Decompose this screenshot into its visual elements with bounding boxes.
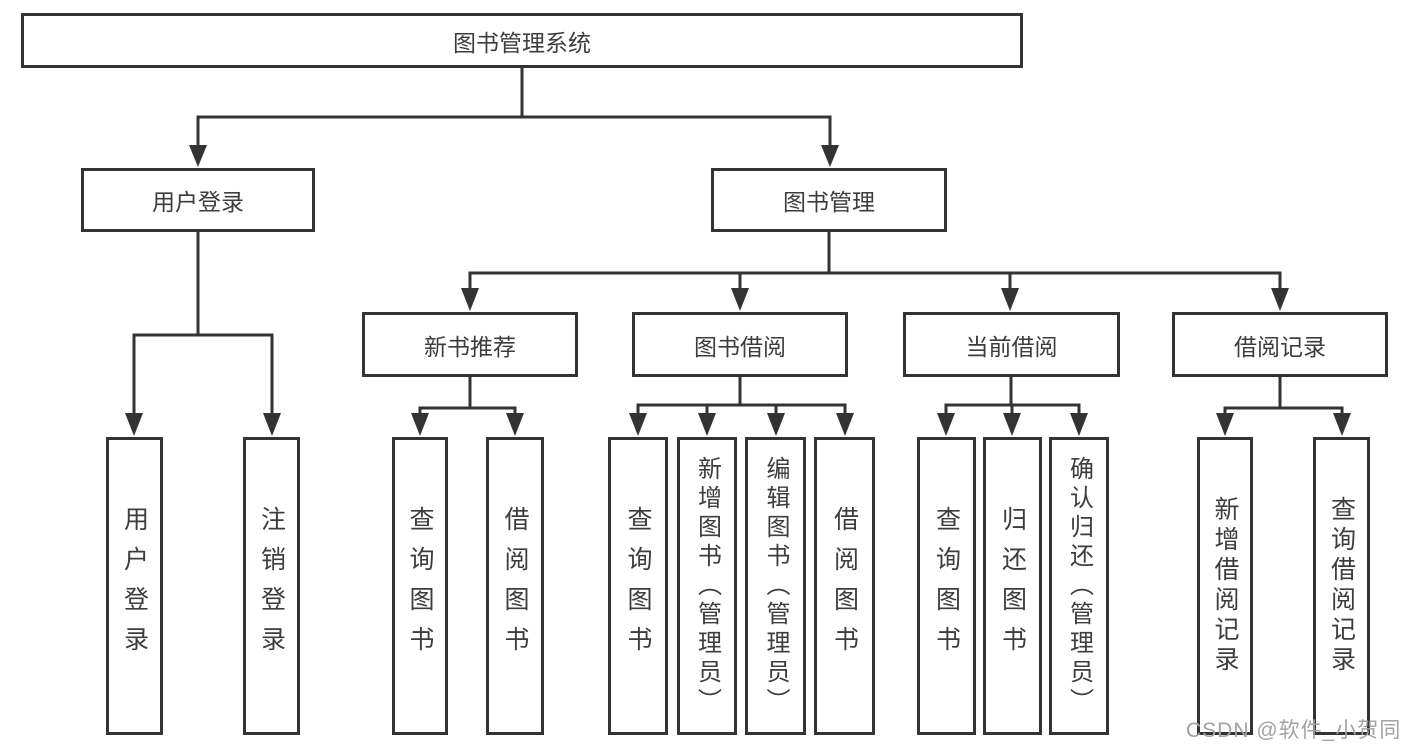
leaf-bb-query-books-label: 查询图书	[624, 506, 652, 666]
leaf-logout-label: 注销登录	[257, 506, 286, 666]
leaf-br-query-record-label: 查询借阅记录	[1327, 496, 1356, 676]
node-borrow-records: 借阅记录	[1172, 312, 1388, 377]
branch-book-borrow	[629, 375, 854, 436]
leaf-bb-query-books: 查询图书	[608, 437, 668, 735]
leaf-br-add-record: 新增借阅记录	[1197, 437, 1253, 735]
leaf-br-query-record: 查询借阅记录	[1313, 437, 1370, 735]
leaf-bb-borrow-books: 借阅图书	[814, 437, 875, 735]
node-current-borrow: 当前借阅	[903, 312, 1120, 377]
leaf-bb-add-books-admin: 新增图书（管理员）	[677, 437, 737, 735]
leaf-logout: 注销登录	[243, 437, 300, 735]
node-user-login: 用户登录	[81, 168, 315, 232]
leaf-user-login: 用户登录	[106, 437, 163, 735]
leaf-cb-query-books: 查询图书	[917, 437, 976, 735]
leaf-cb-confirm-return-admin: 确认归还（管理员）	[1049, 437, 1109, 735]
leaf-cb-return-books: 归还图书	[983, 437, 1042, 735]
branch-book-mgmt	[461, 230, 1289, 311]
node-root: 图书管理系统	[21, 13, 1023, 68]
leaf-nbr-borrow-books: 借阅图书	[486, 437, 544, 735]
branch-current-borrow	[937, 375, 1088, 436]
leaf-nbr-borrow-books-label: 借阅图书	[501, 506, 529, 666]
branch-new-book-rec	[411, 375, 524, 436]
leaf-user-login-label: 用户登录	[120, 506, 149, 666]
node-new-book-rec: 新书推荐	[362, 312, 578, 377]
leaf-bb-borrow-books-label: 借阅图书	[830, 506, 859, 666]
leaf-bb-edit-books-admin: 编辑图书（管理员）	[745, 437, 806, 735]
leaf-cb-query-books-label: 查询图书	[932, 506, 961, 666]
branch-borrow-records	[1216, 375, 1351, 436]
leaf-nbr-query-books: 查询图书	[392, 437, 448, 735]
leaf-cb-return-books-label: 归还图书	[998, 506, 1027, 666]
leaf-nbr-query-books-label: 查询图书	[406, 506, 434, 666]
branch-root	[189, 66, 839, 167]
leaf-bb-edit-books-admin-label: 编辑图书（管理员）	[762, 455, 789, 717]
watermark: CSDN @软件_小贺同学	[1186, 719, 1402, 742]
node-book-borrow: 图书借阅	[632, 312, 848, 377]
leaf-bb-add-books-admin-label: 新增图书（管理员）	[693, 455, 721, 717]
node-book-mgmt: 图书管理	[711, 168, 947, 232]
leaf-br-add-record-label: 新增借阅记录	[1211, 496, 1239, 676]
branch-user-login	[125, 230, 281, 436]
leaf-cb-confirm-return-admin-label: 确认归还（管理员）	[1065, 455, 1093, 717]
